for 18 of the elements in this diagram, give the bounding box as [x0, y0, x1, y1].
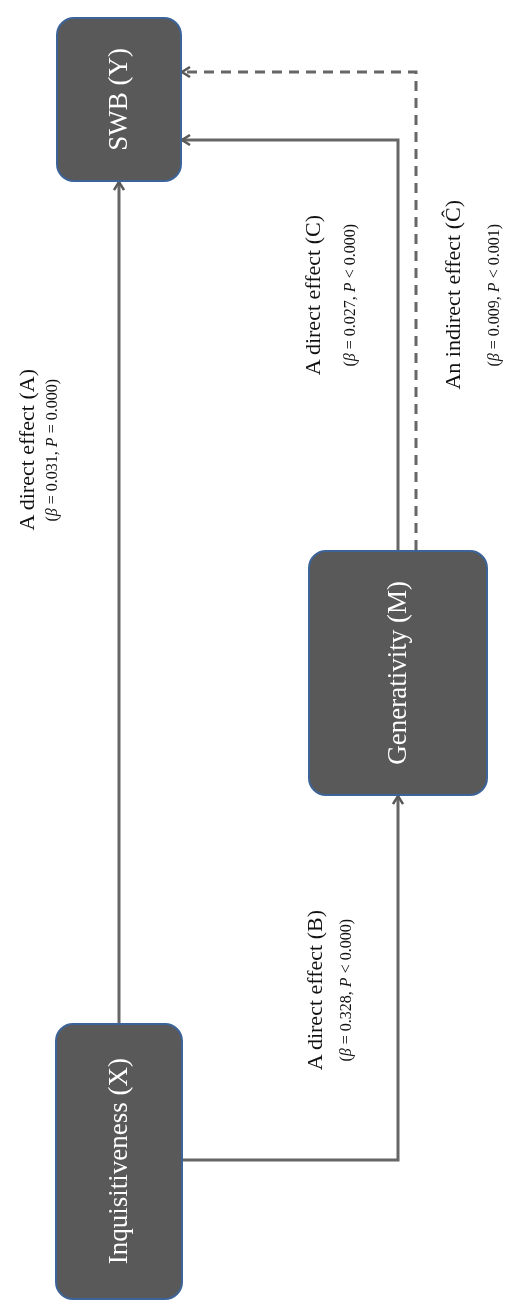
variable-name: Generativity (M) [382, 581, 414, 765]
arrow [112, 180, 126, 1023]
arrow [180, 133, 400, 550]
variable-box [55, 1023, 183, 1300]
edge-label: A direct effect (C) [302, 214, 324, 376]
coefficient-text: (β = 0.031, P = 0.000) [44, 378, 60, 522]
arrow [183, 794, 405, 1162]
edge-label: An indirect effect (Ĉ) [442, 200, 464, 390]
variable-box [56, 17, 182, 182]
coefficient-text: (β = 0.009, P < 0.001) [486, 223, 502, 367]
variable-box [308, 550, 488, 796]
edge-label: A direct effect (A) [16, 369, 38, 531]
variable-name: SWB (Y) [103, 48, 135, 151]
variable-name: Inquisitiveness (X) [103, 1058, 135, 1265]
edge-label: A direct effect (B) [304, 909, 326, 1071]
dashed-arrow [180, 65, 418, 550]
coefficient-text: (β = 0.328, P < 0.000) [338, 918, 354, 1062]
coefficient-text: (β = 0.027, P < 0.000) [342, 223, 358, 367]
